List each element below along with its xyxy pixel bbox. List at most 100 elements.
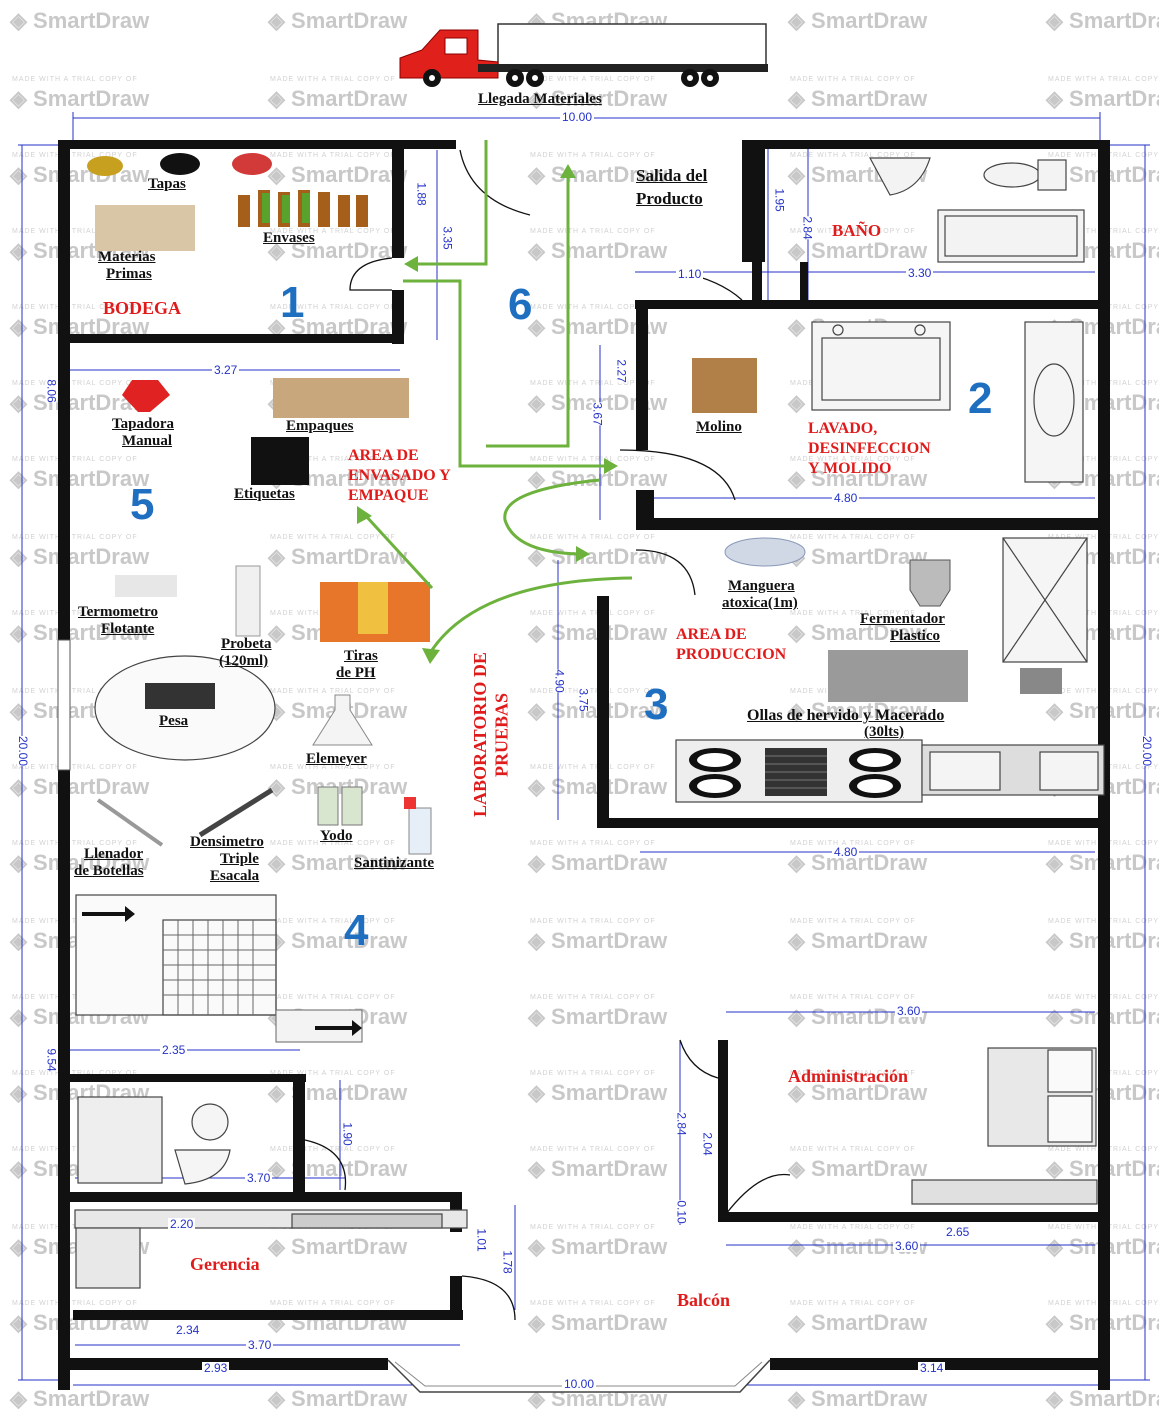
item-materias: Materias: [98, 249, 156, 265]
watermark-trial: MADE WITH A TRIAL COPY OF: [530, 610, 656, 617]
item-densimetro: Densimetro: [190, 834, 264, 850]
watermark-brand: ◈ SmartDraw: [788, 928, 928, 953]
dim-490: 4.90: [552, 669, 567, 693]
watermark-trial: MADE WITH A TRIAL COPY OF: [530, 1300, 656, 1307]
watermark-trial: MADE WITH A TRIAL COPY OF: [270, 76, 396, 83]
equipment-icons: [87, 153, 1062, 855]
watermark-trial: MADE WITH A TRIAL COPY OF: [270, 688, 396, 695]
dim-188: 1.88: [414, 182, 429, 206]
watermark-brand: ◈ SmartDraw: [788, 544, 928, 569]
lavado-line2: DESINFECCION: [808, 440, 931, 457]
watermark-trial: MADE WITH A TRIAL COPY OF: [790, 1224, 916, 1231]
room-number-5: 5: [130, 480, 155, 529]
item-debotellas: de Botellas: [74, 863, 144, 879]
watermark-trial: MADE WITH A TRIAL COPY OF: [12, 1070, 138, 1077]
produccion-line1: AREA DE: [676, 626, 747, 643]
watermark-trial: MADE WITH A TRIAL COPY OF: [12, 228, 138, 235]
room-title-bano: BAÑO: [832, 221, 882, 240]
watermark-brand: ◈ SmartDraw: [788, 466, 928, 491]
watermark-trial: MADE WITH A TRIAL COPY OF: [12, 304, 138, 311]
watermark-brand: ◈ SmartDraw: [10, 8, 150, 33]
watermark-brand: ◈ SmartDraw: [268, 86, 408, 111]
watermark-brand: ◈ SmartDraw: [268, 928, 408, 953]
watermark-trial: MADE WITH A TRIAL COPY OF: [790, 918, 916, 925]
watermark-brand: ◈ SmartDraw: [268, 544, 408, 569]
item-ollas: Ollas de hervido y Macerado: [747, 707, 945, 724]
watermark-trial: MADE WITH A TRIAL COPY OF: [530, 840, 656, 847]
watermark-trial: MADE WITH A TRIAL COPY OF: [530, 152, 656, 159]
envasado-line3: EMPAQUE: [348, 487, 429, 504]
item-pesa: Pesa: [159, 713, 189, 729]
watermark-trial: MADE WITH A TRIAL COPY OF: [270, 840, 396, 847]
item-manguera: Manguera: [728, 578, 795, 594]
truck-arrival-label: Llegada Materiales: [478, 91, 602, 107]
envasado-line2: ENVASADO Y: [348, 467, 451, 484]
watermark-trial: MADE WITH A TRIAL COPY OF: [530, 764, 656, 771]
dim-2000r: 20.00: [1140, 735, 1155, 767]
item-plastico: Plastico: [890, 628, 940, 644]
watermark-trial: MADE WITH A TRIAL COPY OF: [530, 1224, 656, 1231]
watermark-trial: MADE WITH A TRIAL COPY OF: [270, 228, 396, 235]
item-santinizante: Santinizante: [354, 855, 435, 871]
dim-367: 3.67: [590, 402, 605, 426]
dim-010: 0.10: [674, 1200, 689, 1224]
dim-370b: 3.70: [246, 1338, 274, 1352]
watermark-brand: ◈ SmartDraw: [10, 774, 150, 799]
lavado-line3: Y MOLIDO: [808, 460, 892, 477]
watermark-trial: MADE WITH A TRIAL COPY OF: [790, 840, 916, 847]
watermark-brand: ◈ SmartDraw: [10, 86, 150, 111]
envasado-line1: AREA DE: [348, 447, 419, 464]
item-envases: Envases: [263, 230, 315, 246]
watermark-trial: MADE WITH A TRIAL COPY OF: [270, 1070, 396, 1077]
watermark-trial: MADE WITH A TRIAL COPY OF: [12, 152, 138, 159]
watermark-trial: MADE WITH A TRIAL COPY OF: [530, 994, 656, 1001]
dim-178: 1.78: [500, 1250, 515, 1274]
watermark-brand: ◈ SmartDraw: [10, 544, 150, 569]
dim-314: 3.14: [918, 1361, 946, 1375]
watermark-trial: MADE WITH A TRIAL COPY OF: [12, 1224, 137, 1231]
watermark-trial: MADE WITH A TRIAL COPY OF: [12, 994, 138, 1001]
watermark-brand: ◈ SmartDraw: [788, 620, 928, 645]
item-probeta: Probeta: [221, 636, 272, 652]
watermark-trial: MADE WITH A TRIAL COPY OF: [790, 456, 916, 463]
watermark-brand: ◈ SmartDraw: [528, 1156, 668, 1181]
dim-284a: 2.84: [800, 216, 815, 240]
item-flotante: Flotante: [101, 621, 155, 637]
watermark-trial: MADE WITH A TRIAL COPY OF: [790, 1146, 916, 1153]
laboratorio-title: LABORATORIO DE PRUEBAS: [470, 645, 513, 825]
dim-330: 3.30: [906, 266, 934, 280]
watermark-trial: MADE WITH A TRIAL COPY OF: [530, 76, 656, 83]
dim-234: 2.34: [174, 1323, 202, 1337]
watermark-brand: ◈ SmartDraw: [788, 1080, 928, 1105]
watermark-trial: MADE WITH A TRIAL COPY OF: [1048, 76, 1159, 83]
item-llenador: Llenador: [84, 846, 144, 862]
item-primas: Primas: [106, 266, 152, 282]
watermark-trial: MADE WITH A TRIAL COPY OF: [12, 840, 138, 847]
watermark-trial: MADE WITH A TRIAL COPY OF: [270, 918, 396, 925]
watermark-trial: MADE WITH A TRIAL COPY OF: [12, 456, 138, 463]
dim-235: 2.35: [160, 1043, 188, 1057]
watermark-trial: MADE WITH A TRIAL COPY OF: [12, 534, 138, 541]
dim-480a: 4.80: [832, 491, 860, 505]
item-etiquetas: Etiquetas: [234, 486, 295, 502]
watermark-trial: MADE WITH A TRIAL COPY OF: [530, 456, 656, 463]
room-title-balcon: Balcón: [677, 1290, 731, 1310]
watermark-trial: MADE WITH A TRIAL COPY OF: [790, 610, 916, 617]
watermark-brand: ◈ SmartDraw: [1046, 8, 1159, 33]
watermark-brand: ◈ SmartDraw: [528, 1310, 668, 1335]
watermark-brand: ◈ SmartDraw: [10, 620, 150, 645]
dim-327: 3.27: [212, 363, 240, 377]
watermark-trial: MADE WITH A TRIAL COPY OF: [790, 534, 916, 541]
dim-190: 1.90: [340, 1122, 355, 1146]
room-title-gerencia: Gerencia: [190, 1254, 260, 1274]
watermark-brand: ◈ SmartDraw: [528, 238, 668, 263]
dim-195: 1.95: [772, 188, 787, 212]
dim-284b: 2.84: [674, 1112, 689, 1136]
watermark-trial: MADE WITH A TRIAL COPY OF: [790, 1300, 916, 1307]
dim-110: 1.10: [676, 267, 704, 281]
item-120ml: (120ml): [219, 653, 269, 669]
room-number-1: 1: [280, 278, 305, 327]
room-number-6: 6: [508, 280, 533, 329]
watermark-trial: MADE WITH A TRIAL COPY OF: [790, 76, 916, 83]
item-manual: Manual: [122, 433, 173, 449]
